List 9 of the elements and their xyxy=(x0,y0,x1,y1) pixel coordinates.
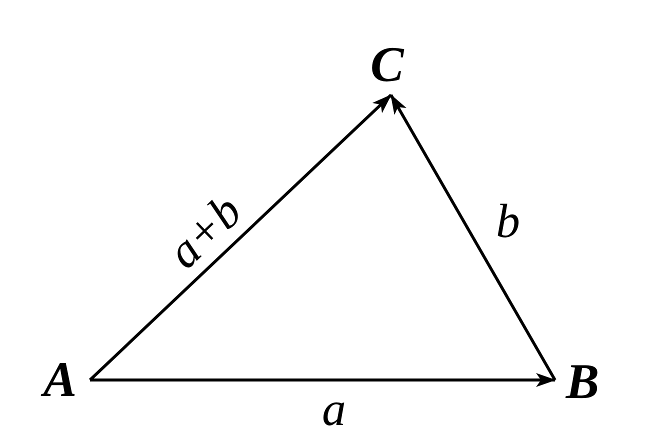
arrow xyxy=(88,94,392,382)
arrow xyxy=(90,373,556,387)
vertex-label: A xyxy=(35,352,85,406)
edge-label: b xyxy=(496,198,520,246)
edge-label: a xyxy=(322,386,346,434)
vertex-label: B xyxy=(560,354,605,408)
edge-label: a+b xyxy=(159,186,251,278)
arrow xyxy=(390,94,556,381)
vertex-label: C xyxy=(362,38,412,90)
